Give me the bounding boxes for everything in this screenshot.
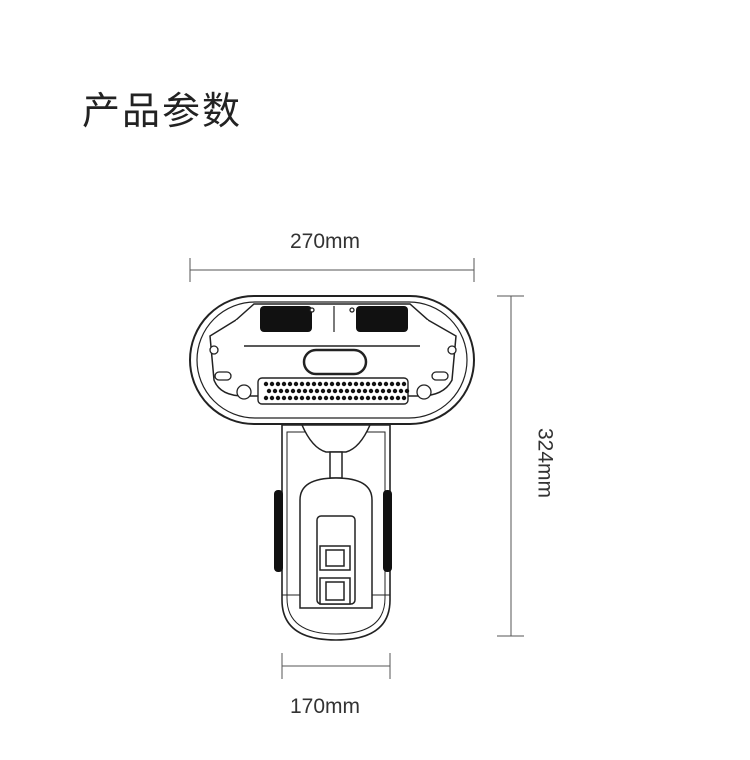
left-nub (214, 371, 232, 381)
width-dimension-line (189, 258, 475, 282)
page-title: 产品参数 (82, 89, 243, 133)
control-buttons (316, 515, 356, 605)
head-slot (302, 348, 368, 376)
right-grip (383, 490, 392, 572)
upper-vents (260, 306, 408, 332)
right-nub (431, 371, 449, 381)
height-dimension-label: 324mm (533, 427, 557, 499)
height-dimension-line (497, 295, 524, 637)
handle-width-dimension-line (281, 653, 391, 679)
handle-width-dimension-label: 170mm (290, 695, 361, 718)
screw-icons (209, 307, 457, 400)
left-grip (274, 490, 283, 572)
steam-grille (257, 377, 410, 405)
width-dimension-label: 270mm (290, 230, 361, 253)
